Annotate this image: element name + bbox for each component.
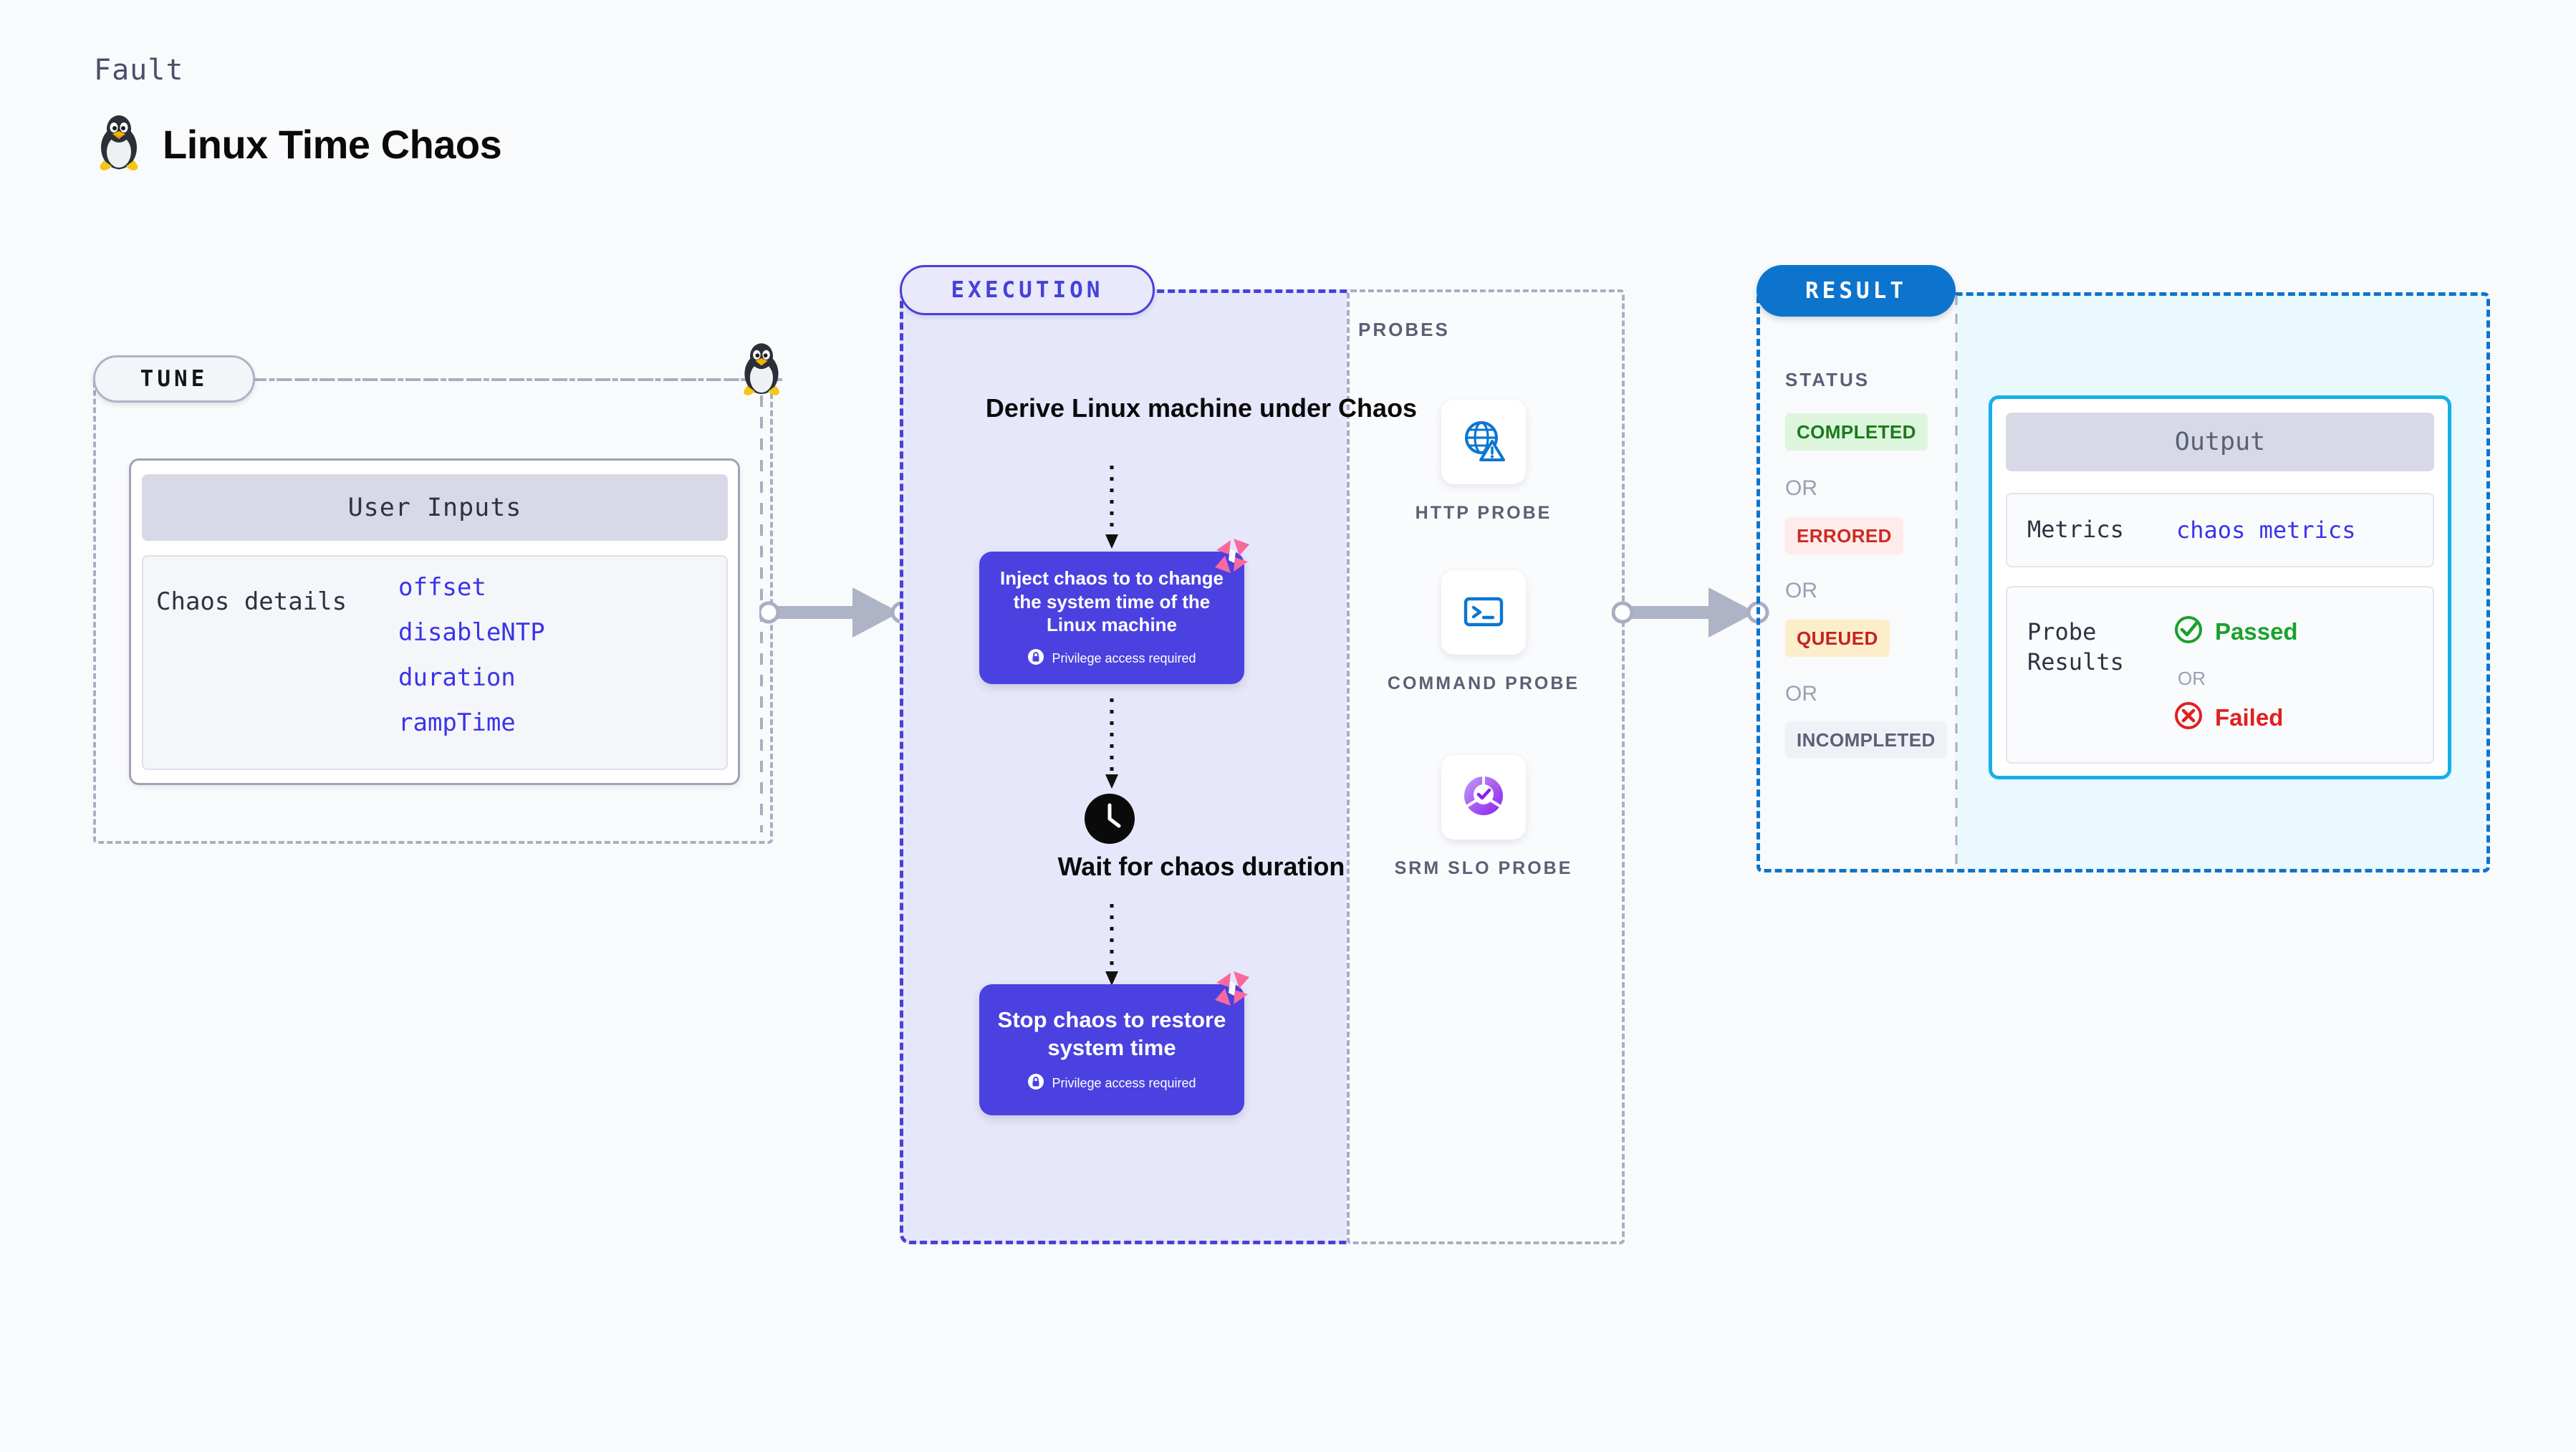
output-passed-label: Passed (2215, 617, 2298, 645)
probe-card-command[interactable] (1441, 570, 1526, 655)
probe-label-command: COMMAND PROBE (1387, 673, 1580, 693)
execution-block-stop[interactable]: Stop chaos to restore system time Privil… (979, 984, 1244, 1115)
status-badge-incompleted: INCOMPLETED (1785, 721, 1947, 759)
tune-connector-line (255, 378, 788, 381)
globe-warning-icon (1460, 417, 1507, 468)
status-badge-completed: COMPLETED (1785, 413, 1928, 451)
output-probe-results-label: Probe Results (2027, 618, 2124, 675)
privilege-row-inject: Privilege access required (1027, 648, 1196, 669)
output-card-title: Output (2006, 413, 2434, 471)
probes-section-label: PROBES (1358, 319, 1450, 340)
page-title-row: Linux Time Chaos (94, 115, 502, 173)
arrow-inject-to-wait (1105, 698, 1118, 789)
terminal-icon (1460, 587, 1507, 638)
clock-icon (1083, 792, 1136, 849)
tune-param-ramptime[interactable]: rampTime (398, 708, 516, 737)
output-result-passed: Passed (2173, 615, 2298, 648)
status-badge-errored: ERRORED (1785, 517, 1903, 554)
check-circle-icon (2173, 615, 2203, 648)
page-eyebrow: Fault (94, 54, 184, 87)
execution-step-wait: Wait for chaos duration (1057, 852, 1345, 881)
output-failed-label: Failed (2215, 703, 2284, 731)
execution-step-derive: Derive Linux machine under Chaos (985, 393, 1418, 423)
status-or-1: OR (1785, 476, 1817, 500)
tune-to-execution-arrow (759, 587, 913, 638)
tune-param-offset[interactable]: offset (398, 573, 486, 602)
privilege-note-stop: Privilege access required (1052, 1076, 1196, 1091)
execution-to-result-arrow (1612, 587, 1769, 638)
probe-label-srm-slo: SRM SLO PROBE (1394, 858, 1573, 878)
execution-block-inject[interactable]: Inject chaos to to change the system tim… (979, 552, 1244, 684)
result-section-pill[interactable]: RESULT (1756, 265, 1956, 317)
harness-logo-icon-stop (1212, 968, 1252, 1012)
output-probe-results-row: Probe Results Passed OR Failed (2006, 586, 2434, 764)
probe-card-http[interactable] (1441, 400, 1526, 484)
page-title: Linux Time Chaos (163, 121, 502, 167)
result-status-label: STATUS (1785, 369, 1870, 390)
output-metrics-label: Metrics (2027, 516, 2124, 544)
execution-block-stop-label: Stop chaos to restore system time (997, 1006, 1226, 1060)
arrow-derive-to-inject (1105, 466, 1118, 549)
output-or-label: OR (2178, 668, 2206, 689)
output-result-failed: Failed (2173, 701, 2283, 734)
x-circle-icon (2173, 701, 2203, 734)
execution-section-pill[interactable]: EXECUTION (900, 265, 1155, 315)
tune-card-title: User Inputs (142, 474, 728, 541)
probe-label-http: HTTP PROBE (1415, 503, 1552, 523)
tune-detail-label: Chaos details (156, 587, 347, 616)
output-metrics-value[interactable]: chaos metrics (2176, 516, 2356, 544)
arrow-wait-to-stop (1105, 904, 1118, 986)
output-metrics-row: Metrics chaos metrics (2006, 493, 2434, 567)
privilege-row-stop: Privilege access required (1027, 1073, 1196, 1094)
lock-icon (1027, 648, 1044, 669)
linux-penguin-icon (94, 115, 144, 173)
status-or-2: OR (1785, 579, 1817, 602)
tune-param-duration[interactable]: duration (398, 663, 516, 692)
tune-card-body (142, 555, 728, 770)
status-or-3: OR (1785, 682, 1817, 706)
privilege-note-inject: Privilege access required (1052, 651, 1196, 666)
execution-block-inject-label: Inject chaos to to change the system tim… (999, 567, 1224, 636)
result-inner-divider (1955, 295, 1958, 870)
linux-penguin-badge-icon (738, 342, 785, 402)
harness-logo-icon-inject (1212, 536, 1252, 580)
tune-param-list: offset disableNTP duration rampTime (398, 573, 545, 737)
slo-donut-check-icon (1460, 772, 1507, 823)
status-badge-queued: QUEUED (1785, 620, 1890, 657)
probe-card-srm-slo[interactable] (1441, 755, 1526, 840)
tune-param-disablentp[interactable]: disableNTP (398, 618, 545, 647)
lock-icon (1027, 1073, 1044, 1094)
result-section-frame (1756, 292, 2490, 872)
tune-section-pill[interactable]: TUNE (93, 355, 255, 403)
